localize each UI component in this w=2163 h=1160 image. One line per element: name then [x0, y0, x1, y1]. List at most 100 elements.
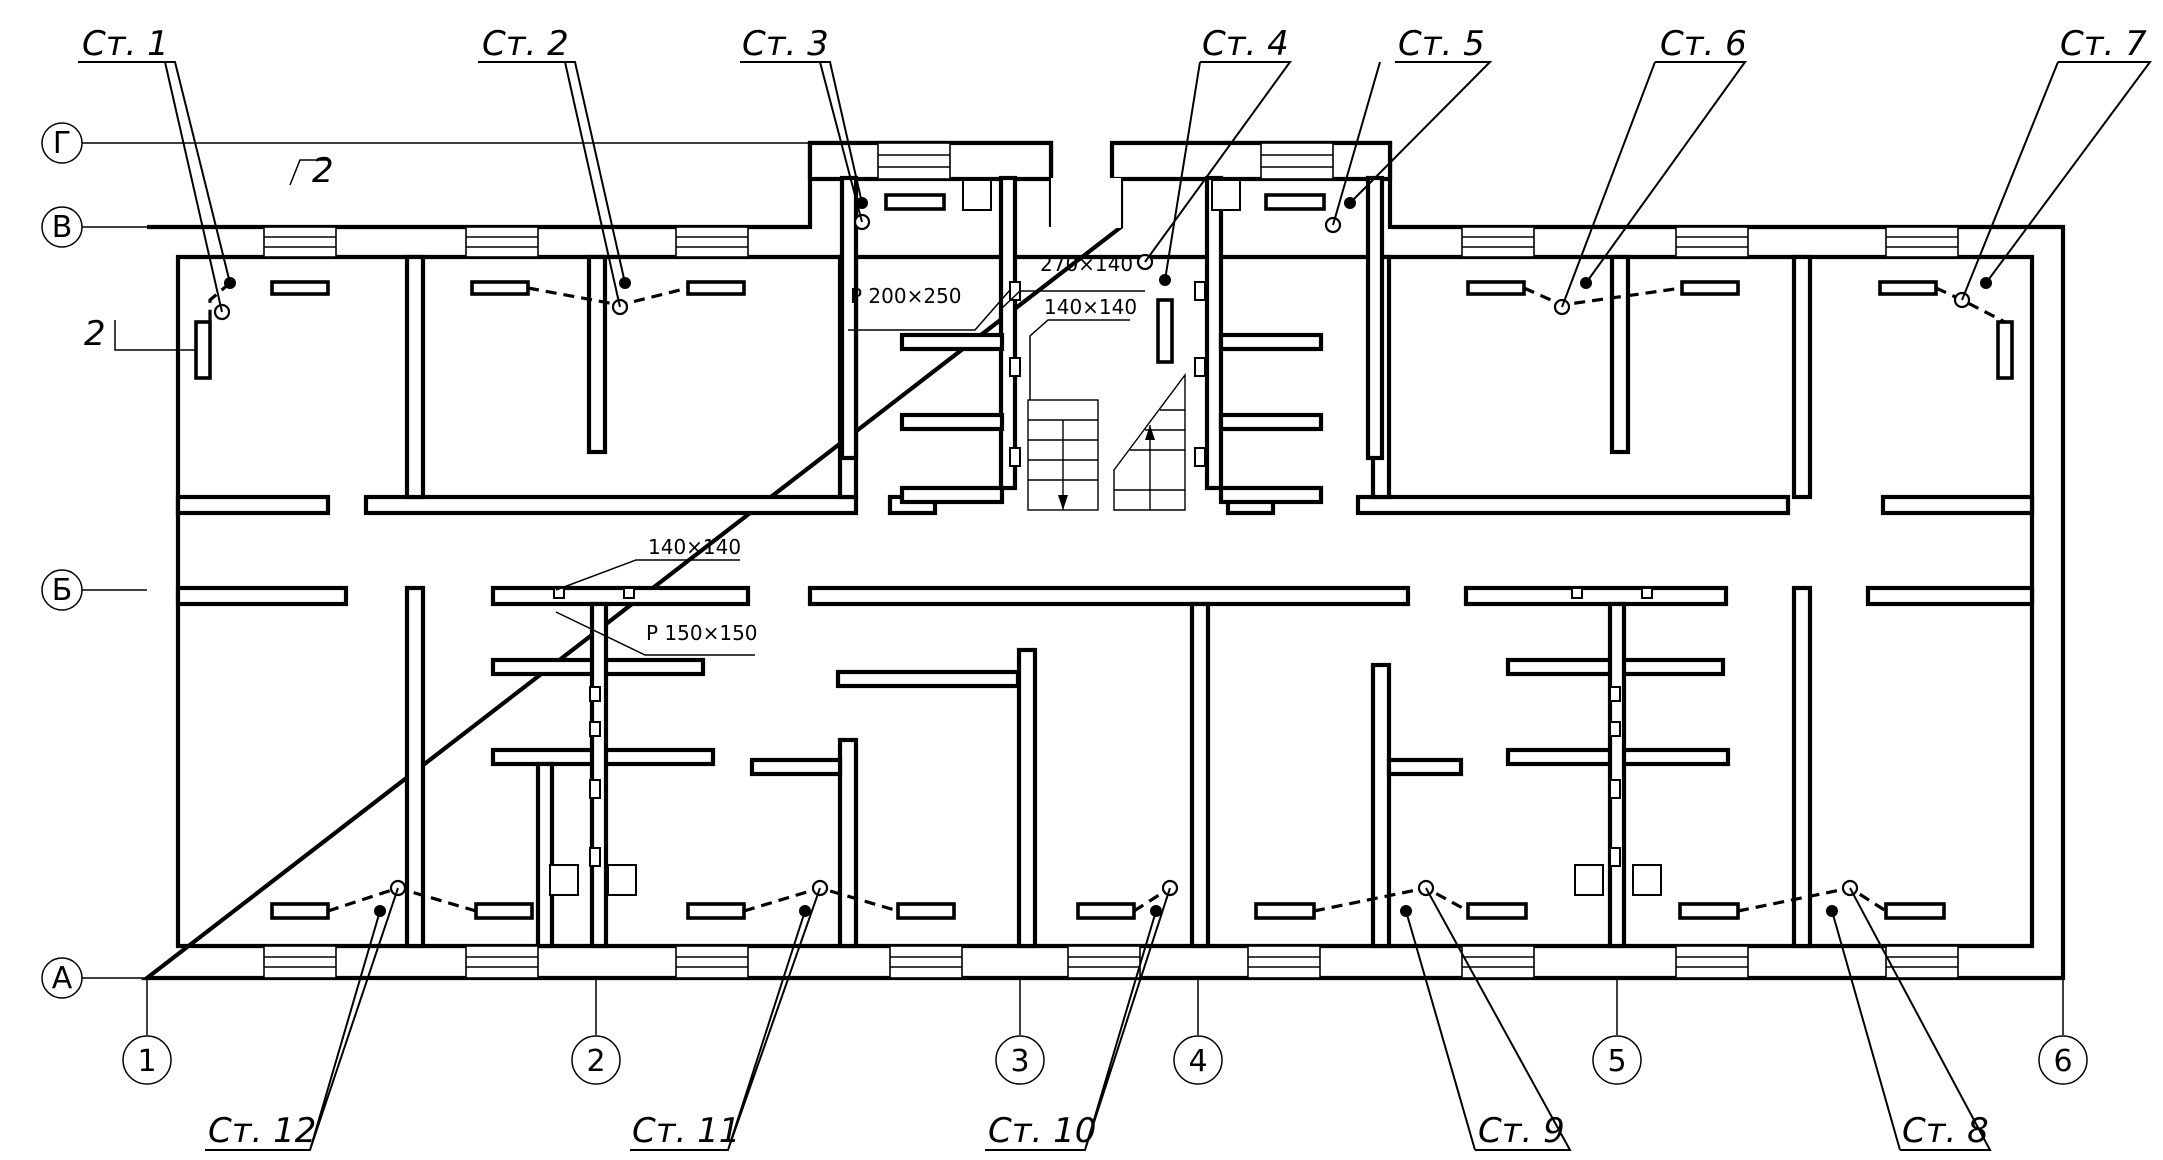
leaders — [78, 61, 2152, 1151]
window — [1885, 226, 1959, 258]
partition — [749, 757, 843, 777]
axis-label-5: 5 — [1607, 1044, 1626, 1079]
partition — [1189, 601, 1211, 949]
axis-label-2: 2 — [586, 1044, 605, 1079]
fixture-icon — [1574, 864, 1604, 896]
vent-duct-icon — [589, 721, 601, 737]
wc-wall — [535, 761, 555, 949]
radiator — [1076, 902, 1136, 920]
wc-wall — [1463, 585, 1729, 607]
window — [675, 945, 749, 979]
stair-flight-right — [1113, 372, 1186, 511]
axis-label-6: 6 — [2053, 1044, 2072, 1079]
wc-wall — [839, 175, 859, 461]
duct-size-label: 270×140 — [1040, 252, 1133, 276]
radiator — [1264, 193, 1326, 211]
vent-duct-icon — [1009, 447, 1021, 467]
wc-wall — [1218, 485, 1324, 505]
window — [465, 226, 539, 258]
vent-duct-icon — [1571, 587, 1583, 599]
wc-wall — [899, 412, 1005, 432]
section-mark-left: 2 — [84, 314, 106, 354]
partition — [586, 254, 608, 455]
fixture-icon — [1211, 179, 1241, 211]
axis-bubble — [571, 1035, 621, 1085]
window — [465, 945, 539, 979]
partition — [404, 585, 426, 949]
corridor-wall — [1355, 494, 1791, 516]
vent-duct-icon — [623, 587, 635, 599]
axis-label-a: А — [52, 961, 73, 996]
partition — [835, 669, 1021, 689]
radiator — [194, 320, 212, 380]
stair-arrow-icon — [1145, 425, 1155, 440]
riser-label-5: Ст. 5 — [1398, 24, 1485, 64]
vent-duct-icon — [589, 847, 601, 867]
riser-label-10: Ст. 10 — [988, 1111, 1096, 1151]
partition — [1791, 585, 1813, 949]
riser-label-4: Ст. 4 — [1202, 24, 1289, 64]
radiator — [1680, 280, 1740, 296]
radiator — [1466, 902, 1528, 920]
fixture-icon — [962, 179, 992, 211]
duct-size-label: 140×140 — [1044, 295, 1137, 319]
riser-label-1: Ст. 1 — [82, 24, 169, 64]
fixture-icon — [1632, 864, 1662, 896]
corridor-wall — [175, 585, 349, 607]
wc-wall — [899, 485, 1005, 505]
radiator — [686, 280, 746, 296]
axis-label-3: 3 — [1010, 1044, 1029, 1079]
partition — [1370, 662, 1392, 949]
radiator — [270, 902, 330, 920]
radiator — [1878, 280, 1938, 296]
partition — [1386, 757, 1464, 777]
wc-wall — [589, 601, 609, 949]
vent-duct-icon — [1009, 357, 1021, 377]
partition — [404, 254, 426, 500]
corridor-wall — [1880, 494, 2035, 516]
wc-wall — [1365, 175, 1385, 461]
window — [1461, 226, 1535, 258]
window — [889, 945, 963, 979]
vent-duct-icon — [1609, 686, 1621, 702]
duct-size-label: Р 200×250 — [850, 284, 962, 308]
fixture-icon — [607, 864, 637, 896]
axis-bubble — [41, 569, 83, 611]
radiator — [270, 280, 330, 296]
axis-bubble — [41, 122, 83, 164]
entry-gap — [1051, 178, 1121, 228]
vent-duct-icon — [1194, 357, 1206, 377]
vent-duct-icon — [1609, 847, 1621, 867]
corridor-wall — [1865, 585, 2035, 607]
heating — [194, 193, 2014, 920]
window — [1260, 142, 1334, 180]
radiator — [1884, 902, 1946, 920]
wc-wall — [490, 585, 751, 607]
vent-duct-icon — [1641, 587, 1653, 599]
radiator — [1254, 902, 1316, 920]
riser-label-11: Ст. 11 — [632, 1111, 740, 1151]
window — [877, 142, 951, 180]
riser-label-12: Ст. 12 — [208, 1111, 316, 1151]
duct-size-label: 140×140 — [648, 535, 741, 559]
riser-labels: Ст. 1 Ст. 2 Ст. 3 Ст. 4 Ст. 5 Ст. 6 Ст. … — [82, 24, 2147, 1151]
radiator — [1678, 902, 1740, 920]
vent-duct-icon — [1609, 779, 1621, 799]
riser-label-9: Ст. 9 — [1478, 1111, 1565, 1151]
axis-bubble — [2038, 1035, 2088, 1085]
riser-label-7: Ст. 7 — [2060, 24, 2147, 64]
partition — [837, 737, 859, 949]
window — [1885, 945, 1959, 979]
window — [1067, 945, 1141, 979]
window — [1675, 226, 1749, 258]
sanitary-fixtures — [549, 179, 1662, 896]
window — [263, 226, 337, 258]
stair-arrow-icon — [1058, 495, 1068, 510]
vent-duct-icon — [1194, 281, 1206, 301]
axis-label-g: Г — [53, 126, 71, 161]
axis-bubble — [1592, 1035, 1642, 1085]
axis-label-b: Б — [52, 573, 73, 608]
axis-bubble — [122, 1035, 172, 1085]
duct-size-label: Р 150×150 — [646, 621, 758, 645]
partition — [1791, 254, 1813, 500]
